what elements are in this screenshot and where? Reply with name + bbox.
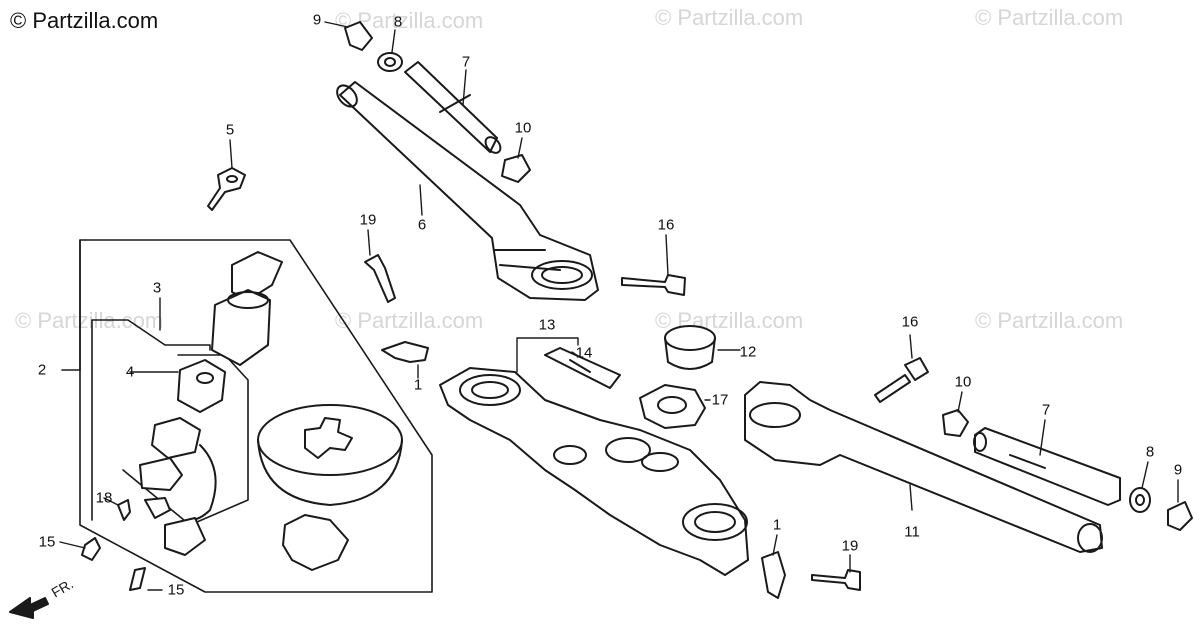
callout-7: 7 [1041,401,1051,419]
key [207,167,246,211]
clamp-piece [282,514,349,571]
ignition-switch-subbox [122,354,249,526]
front-direction-label: FR. [49,575,77,600]
nut-upper [377,52,403,72]
screw-18 [117,499,131,521]
callout-19: 19 [841,537,859,555]
callout-2: 2 [37,361,47,379]
leader-lines [59,21,1179,591]
callout-6: 6 [417,216,427,234]
bolt-nut-lower [942,409,969,437]
top-bridge [439,367,749,576]
clip-lower [1167,501,1193,531]
watermark-text: © Partzilla.com [335,308,484,333]
callout-19: 19 [359,211,377,229]
callout-1: 1 [772,516,782,534]
callout-1: 1 [413,376,423,394]
nut-lower [1129,487,1151,513]
clip-1-upper [381,341,429,363]
callout-13: 13 [538,316,556,334]
callout-16: 16 [657,216,675,234]
callout-10: 10 [514,119,532,137]
callout-11: 11 [904,523,920,541]
callout-17: 17 [711,391,729,409]
cover-cap [257,404,403,506]
callout-5: 5 [225,121,235,139]
bolt-16-upper [621,274,686,296]
bolt-15-upper [81,537,101,561]
callout-10: 10 [954,373,972,391]
callout-15: 15 [167,581,185,599]
bolt-nut-upper [501,154,531,183]
clip-1-lower [761,551,786,599]
front-direction-arrow: FR. [9,575,77,619]
clip-upper [344,21,373,51]
label-plate [544,347,621,389]
callout-16: 16 [901,313,919,331]
ignition-switch [139,251,283,556]
throttle-pipe-lower [973,427,1121,506]
stem-nut [639,384,706,429]
handlebar-left [336,81,599,301]
copyright-text: © Partzilla.com [10,8,159,33]
callout-15: 15 [38,533,56,551]
watermark-text: © Partzilla.com [975,5,1124,30]
bolt-19-lower [811,569,861,591]
watermark-text: © Partzilla.com [15,308,164,333]
throttle-pipe-upper [404,61,502,154]
callout-9: 9 [1173,461,1183,479]
callout-12: 12 [739,343,757,361]
callout-8: 8 [1145,443,1155,461]
bolt-19-upper [364,254,396,303]
bolt-16-lower [874,357,929,403]
watermark-text: © Partzilla.com [975,308,1124,333]
callout-14: 14 [575,344,593,362]
callout-9: 9 [312,11,322,29]
callout-7: 7 [461,53,471,71]
cap-12 [664,325,716,370]
callout-3: 3 [152,279,162,297]
callout-8: 8 [393,13,403,31]
bolt-15-lower [129,567,146,591]
callout-4: 4 [125,363,135,381]
ignition-group-outline [61,239,433,593]
watermark-text: © Partzilla.com [655,5,804,30]
handlebar-right [744,381,1103,553]
callout-18: 18 [95,489,113,507]
